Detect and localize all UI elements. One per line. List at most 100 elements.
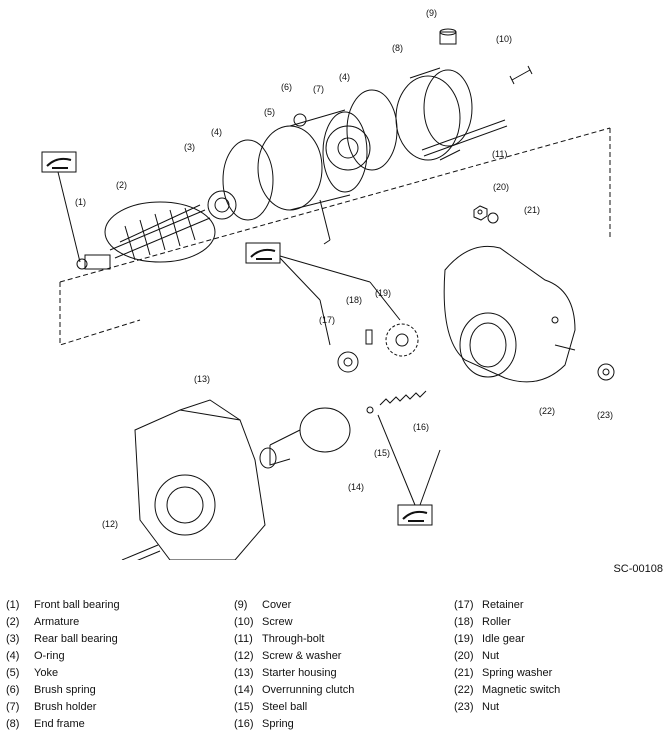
spring-washer [487,212,499,224]
legend-label: Cover [262,599,292,611]
leader-lines [319,281,401,346]
callout-label: (2) [116,180,127,190]
legend-item: (16)Spring [234,716,354,733]
legend-item: (2)Armature [6,614,120,631]
grease-icon [245,242,281,264]
callout-label: (4) [339,72,350,82]
callout-label: (9) [426,8,437,18]
screw-and-washer [121,544,161,560]
legend-item: (19) Idle gear [454,631,560,648]
legend-label: Yoke [34,667,59,679]
legend-item: (5) Yoke [6,665,120,682]
legend-item: (18)Roller [454,614,560,631]
spring [379,390,427,406]
legend-num: (14) [234,684,254,696]
legend-item: (22)Magnetic switch [454,682,560,699]
callout-label: (17) [319,315,335,325]
legend-label: End frame [34,718,85,730]
legend-num: (17) [454,599,474,611]
callout-label: (18) [346,295,362,305]
overrunning-clutch [259,407,351,469]
legend-num: (19) [454,633,474,645]
armature [76,201,216,270]
legend-num: (12) [234,650,254,662]
legend-item: (15) Steel ball [234,699,354,716]
roller [365,329,373,345]
legend-label: Nut [482,650,500,662]
legend-item: (10)Screw [234,614,354,631]
callout-label: (1) [75,197,86,207]
legend-column-3: (17) Retainer (18)Roller (19) Idle gear (2… [454,597,560,716]
legend-item: (8) End frame [6,716,120,733]
legend-num: (18) [454,616,474,628]
legend-label: Starter housing [262,667,337,679]
callout-label: (4) [211,127,222,137]
legend-num: (1) [6,599,20,611]
legend-item: (20)Nut [454,648,560,665]
nut [597,363,615,381]
starter-exploded-diagram: (1) (2) (3) (4) (5) (6) (7) (4) (8) (9) … [41,8,615,560]
legend-label: Armature [34,616,80,628]
screw [509,65,533,85]
legend-label: Steel ball [262,701,308,713]
brush-holder [325,125,371,171]
legend-item: (3)Rear ball bearing [6,631,120,648]
legend-item: (1) Front ball bearing [6,597,120,614]
callout-label: (13) [194,374,210,384]
legend-num: (5) [6,667,20,679]
legend-column-2: (9) Cover (10)Screw (11) Through-bolt (12)… [234,597,354,733]
legend-num: (13) [234,667,254,679]
grease-icon [41,151,77,173]
legend-label: Magnetic switch [482,684,561,696]
o-ring [346,89,398,171]
figure-code: SC-00108 [613,563,663,575]
legend-label: Screw [262,616,293,628]
cover [439,28,457,45]
callout-label: (3) [184,142,195,152]
legend-label: Screw & washer [262,650,342,662]
leader-grease-3 [377,414,441,506]
idle-gear [385,323,419,357]
steel-ball [366,406,374,414]
legend-item: (9) Cover [234,597,354,614]
callout-label: (21) [524,205,540,215]
callout-label: (11) [492,149,507,159]
legend-label: Overrunning clutch [262,684,355,696]
legend-item: (21)Spring washer [454,665,560,682]
callout-label: (10) [496,34,512,44]
legend-num: (11) [234,633,253,645]
callout-label: (7) [313,84,324,94]
legend-num: (7) [6,701,20,713]
grease-icon [397,504,433,526]
legend-item: (17) Retainer [454,597,560,614]
legend-item: (11) Through-bolt [234,631,354,648]
callout-label: (22) [539,406,555,416]
legend-label: Brush holder [34,701,97,713]
callout-label: (16) [413,422,429,432]
legend-num: (3) [6,633,20,645]
through-bolt [421,119,508,157]
o-ring [222,139,274,221]
legend-num: (15) [234,701,254,713]
callout-label: (5) [264,107,275,117]
legend-item: (13) Starter housing [234,665,354,682]
legend-item: (12) Screw & washer [234,648,354,665]
legend-label: Through-bolt [262,633,325,645]
legend-column-1: (1) Front ball bearing (2)Armature (3)Rea… [6,597,120,733]
legend-item: (7) Brush holder [6,699,120,716]
nut [473,205,488,221]
legend-num: (6) [6,684,20,696]
callout-label: (6) [281,82,292,92]
legend-num: (21) [454,667,474,679]
legend-item: (6)Brush spring [6,682,120,699]
end-frame [395,67,473,161]
legend-num: (4) [6,650,20,662]
legend-label: Retainer [482,599,524,611]
legend-label: O-ring [34,650,65,662]
legend-num: (8) [6,718,20,730]
legend-num: (9) [234,599,248,611]
starter-housing [134,399,266,560]
legend-item: (14) Overrunning clutch [234,682,354,699]
legend-label: Front ball bearing [34,599,120,611]
legend-label: Idle gear [482,633,525,645]
